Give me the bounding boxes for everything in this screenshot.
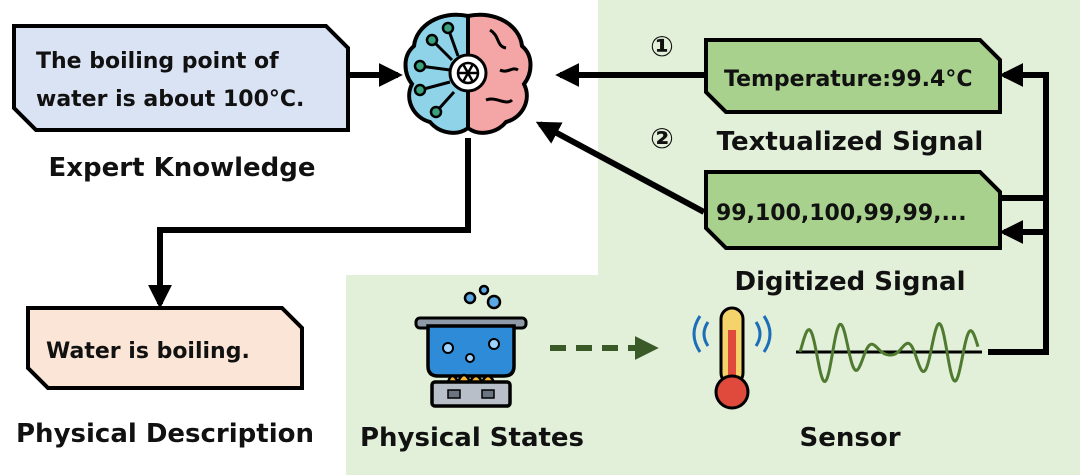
path-marker-1: ① [650,30,674,63]
physical-description-label: Physical Description [16,419,314,449]
expert-knowledge-label: Expert Knowledge [48,153,315,183]
textual-signal-text: Temperature:99.4°C [724,67,972,92]
description-text: Water is boiling. [46,339,250,364]
textual-signal-box: Temperature:99.4°C [704,38,1002,114]
physical-description-box: Water is boiling. [26,306,304,390]
sensor-to-signals-connector [988,63,1049,355]
signal-wave-icon [796,321,982,384]
digital-signal-box: 99,100,100,99,99,... [704,170,1002,250]
sensor-label: Sensor [799,423,900,453]
textualized-signal-label: Textualized Signal [717,127,984,157]
digitized-signal-label: Digitized Signal [734,267,965,297]
boiling-pot-icon [414,284,528,408]
thermometer-icon [692,306,772,410]
expert-knowledge-box: The boiling point of water is about 100°… [12,24,350,132]
brain-to-description-arrow [148,138,471,309]
path-marker-2: ② [650,122,674,155]
digital-signal-to-brain-arrow [535,121,706,215]
physical-states-label: Physical States [360,423,584,453]
digital-signal-text: 99,100,100,99,99,... [716,201,967,226]
brain-ai-icon [403,12,533,135]
knowledge-line-1: The boiling point of [36,49,279,74]
knowledge-line-2: water is about 100°C. [36,87,304,112]
